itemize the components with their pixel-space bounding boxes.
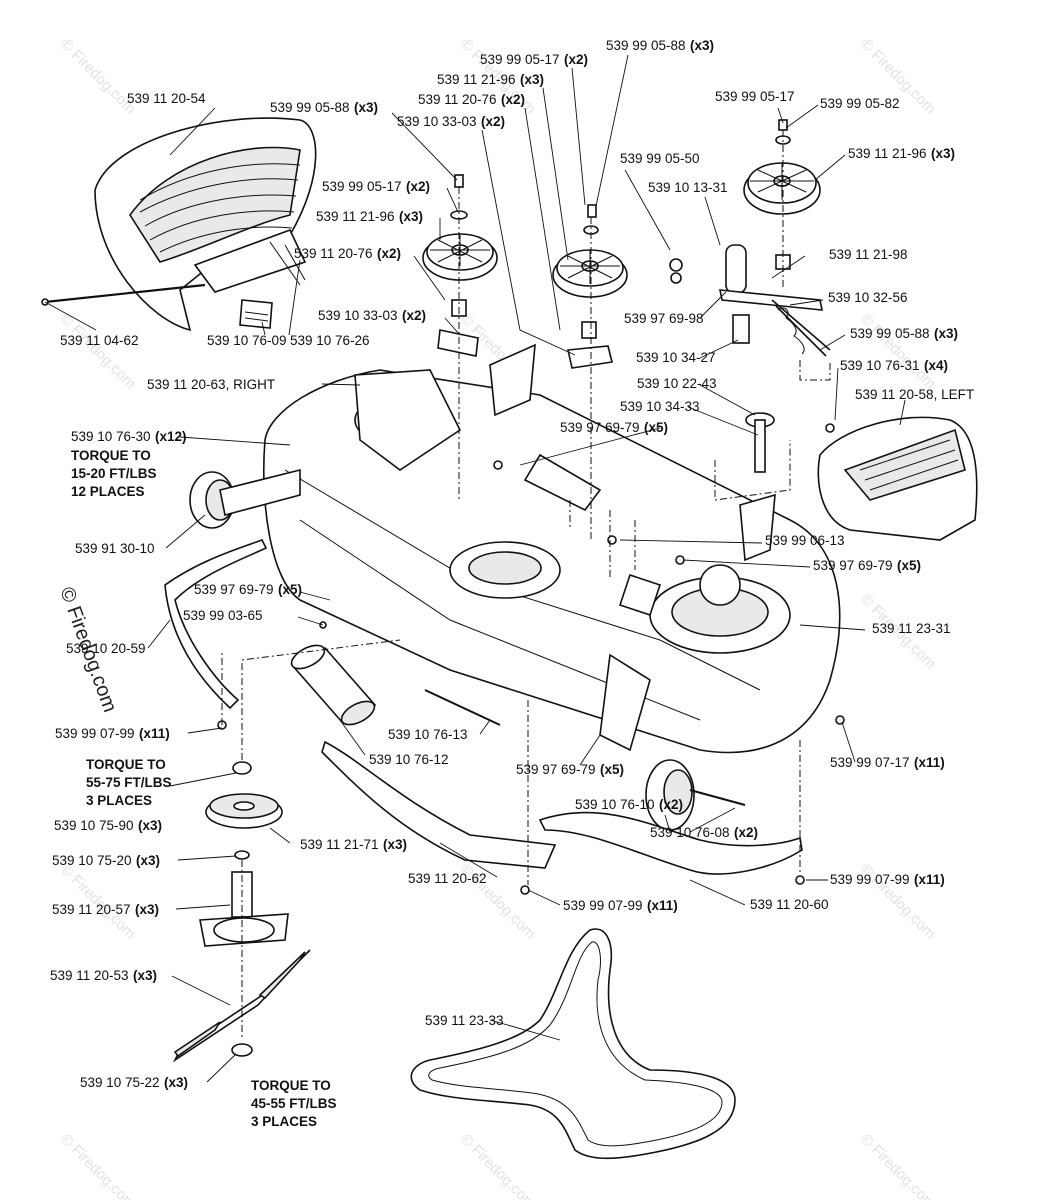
- watermark-text: © Firedog.com: [57, 1131, 139, 1200]
- part-label: 539 99 05-17 (x2): [480, 51, 588, 68]
- part-label: 539 10 22-43: [637, 376, 717, 391]
- part-label: 539 99 05-88 (x3): [270, 99, 378, 116]
- assembly-lines: [221, 130, 831, 1040]
- part-label: 539 10 13-31: [648, 180, 728, 195]
- part-label: 539 10 33-03 (x2): [318, 307, 426, 324]
- deck-roller: [290, 644, 377, 726]
- baffle-rear: [538, 811, 803, 875]
- deck-wheel-right: [645, 759, 746, 831]
- part-label: 539 11 20-62: [408, 871, 487, 886]
- part-label: 539 10 75-22 (x3): [80, 1074, 188, 1091]
- baffle-left: [164, 539, 268, 710]
- part-label: 539 11 20-76 (x2): [418, 91, 525, 108]
- mower-blade: [172, 949, 311, 1063]
- part-label: 539 11 21-98: [829, 247, 908, 262]
- part-label: 539 11 20-76 (x2): [294, 245, 401, 262]
- part-label: 539 11 21-71 (x3): [300, 836, 407, 853]
- spindle-assembly: [199, 761, 289, 947]
- baffle-front: [321, 740, 557, 869]
- part-label: 539 10 34-27: [636, 350, 716, 365]
- part-label: 539 10 20-59: [66, 641, 146, 656]
- part-label: 539 99 07-17 (x11): [830, 754, 945, 771]
- torque-notes: TORQUE TO 15-20 FT/LBS 12 PLACES TORQUE …: [71, 448, 340, 1129]
- belt-cover-left: [817, 416, 978, 541]
- part-label: 539 10 76-12: [369, 752, 449, 767]
- part-label: 539 11 21-96 (x3): [437, 71, 544, 88]
- part-label: 539 10 75-90 (x3): [54, 817, 162, 834]
- part-label: 539 99 05-88 (x3): [850, 325, 958, 342]
- part-label: 539 10 76-31 (x4): [840, 357, 948, 374]
- part-label: 539 99 05-17 (x2): [322, 178, 430, 195]
- part-label: 539 97 69-98: [624, 311, 704, 326]
- part-label: 539 99 06-13: [765, 533, 845, 548]
- leader-lines: [44, 54, 906, 1083]
- drive-belt: [410, 928, 736, 1160]
- part-label: 539 99 05-17: [715, 89, 795, 104]
- part-label: 539 11 23-31: [872, 621, 951, 636]
- part-label: 539 11 20-63, RIGHT: [147, 377, 275, 392]
- part-label: 539 91 30-10: [75, 541, 155, 556]
- part-label: 539 11 21-96 (x3): [316, 208, 423, 225]
- part-label: 539 99 07-99 (x11): [830, 871, 945, 888]
- part-label: 539 99 05-88 (x3): [606, 37, 714, 54]
- part-label: 539 99 07-99 (x11): [563, 897, 678, 914]
- part-label: 539 11 20-57 (x3): [52, 901, 159, 918]
- part-label: 539 97 69-79 (x5): [560, 419, 668, 436]
- pulley-left: [422, 174, 498, 357]
- discharge-chute: [94, 117, 317, 332]
- part-label: 539 11 20-58, LEFT: [855, 387, 974, 402]
- torque-note: TORQUE TO 45-55 FT/LBS 3 PLACES: [251, 1078, 340, 1129]
- part-label: 539 11 04-62: [60, 333, 139, 348]
- watermark-text: © Firedog.com: [857, 311, 939, 393]
- part-labels: 539 11 20-54 539 99 05-88 (x3) 539 99 05…: [50, 37, 974, 1091]
- part-label: 539 97 69-79 (x5): [194, 581, 302, 598]
- blade-nut: [231, 1043, 253, 1057]
- deck-wheel-left: [189, 468, 301, 529]
- part-label: 539 11 20-54: [127, 91, 206, 106]
- part-label: 539 11 20-60: [750, 897, 829, 912]
- part-label: 539 99 03-65: [183, 608, 263, 623]
- pulley-right: [743, 119, 821, 270]
- part-label: 539 10 76-10 (x2): [575, 796, 683, 813]
- mower-deck: [262, 343, 841, 754]
- part-label: 539 97 69-79 (x5): [516, 761, 624, 778]
- watermark-text: © Firedog.com: [457, 1131, 539, 1200]
- part-label: 539 10 32-56: [828, 290, 908, 305]
- part-label: 539 10 34-33: [620, 399, 700, 414]
- part-label: 539 99 07-99 (x11): [55, 725, 170, 742]
- idler-arm: [669, 244, 831, 473]
- part-label: 539 99 05-50: [620, 151, 700, 166]
- watermark-text: © Firedog.com: [857, 1131, 939, 1200]
- part-label: 539 10 76-08 (x2): [650, 824, 758, 841]
- part-label: 539 10 75-20 (x3): [52, 852, 160, 869]
- part-label: 539 99 05-82: [820, 96, 900, 111]
- part-label: 539 11 21-96 (x3): [848, 145, 955, 162]
- part-label: 539 97 69-79 (x5): [813, 557, 921, 574]
- part-label: 539 10 76-30 (x12): [71, 428, 187, 445]
- chute-spring: [239, 299, 273, 329]
- torque-note: TORQUE TO 15-20 FT/LBS 12 PLACES: [71, 448, 160, 499]
- part-label: 539 10 76-26: [290, 333, 370, 348]
- roller-axle: [424, 689, 501, 726]
- part-label: 539 10 76-09: [207, 333, 287, 348]
- part-label: 539 11 23-33: [425, 1013, 504, 1028]
- watermark-text: © Firedog.com: [57, 311, 139, 393]
- torque-note: TORQUE TO 55-75 FT/LBS 3 PLACES: [86, 757, 175, 808]
- part-label: 539 10 76-13: [388, 727, 468, 742]
- pulley-center: [552, 204, 628, 369]
- part-label: 539 11 20-53 (x3): [50, 967, 157, 984]
- part-label: 539 10 33-03 (x2): [397, 113, 505, 130]
